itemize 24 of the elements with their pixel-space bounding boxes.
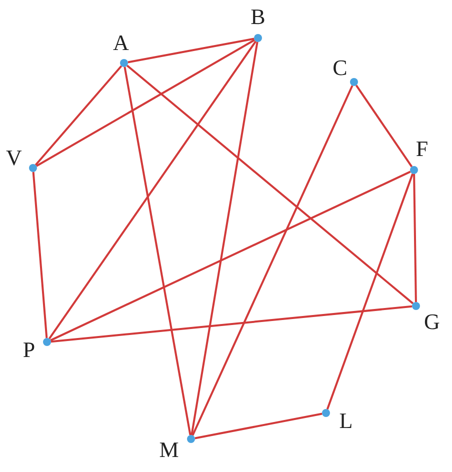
vertex-label: A bbox=[113, 32, 129, 54]
edge-line bbox=[326, 173, 414, 410]
edge-line bbox=[48, 40, 257, 340]
vertex-label: F bbox=[416, 138, 428, 160]
edge-line bbox=[413, 174, 417, 302]
edge-line bbox=[190, 42, 258, 436]
vertex-label: B bbox=[250, 6, 266, 28]
edge-line bbox=[126, 64, 414, 304]
edge-line bbox=[124, 66, 192, 436]
vertex-label: G bbox=[424, 311, 440, 333]
edge-line bbox=[192, 85, 354, 436]
edge-line bbox=[50, 305, 412, 343]
vertex-label: L bbox=[339, 410, 353, 432]
edge-line bbox=[32, 172, 48, 338]
vertex-label: C bbox=[332, 57, 348, 79]
edge-line bbox=[128, 38, 254, 64]
vertex-label: V bbox=[6, 147, 22, 169]
edge-line bbox=[194, 412, 322, 440]
vertex-label: M bbox=[159, 439, 179, 461]
edge-line bbox=[34, 65, 122, 166]
edge-line bbox=[36, 39, 256, 167]
vertex-label: P bbox=[22, 339, 36, 361]
edge-line bbox=[355, 84, 413, 168]
edge-line bbox=[50, 170, 411, 342]
